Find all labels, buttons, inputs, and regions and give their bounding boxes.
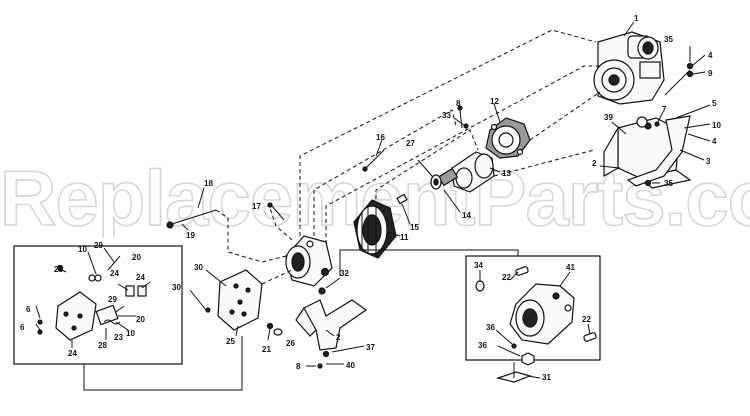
bracket-housing[interactable] bbox=[509, 283, 575, 345]
callout-11: 11 bbox=[400, 233, 409, 242]
callout-34: 34 bbox=[474, 261, 483, 270]
cover-plate[interactable] bbox=[217, 269, 263, 331]
callout-3: 3 bbox=[706, 157, 711, 166]
callout-4b: 4 bbox=[712, 137, 717, 146]
callout-30b: 30 bbox=[172, 283, 181, 292]
callout-33: 33 bbox=[442, 111, 451, 120]
callout-39: 39 bbox=[604, 113, 613, 122]
callout-24c: 24 bbox=[68, 349, 77, 358]
callout-27: 27 bbox=[406, 139, 415, 148]
callout-16: 16 bbox=[376, 133, 385, 142]
screw-21[interactable] bbox=[266, 322, 274, 341]
callout-10: 10 bbox=[712, 121, 721, 130]
retaining-ring[interactable] bbox=[430, 174, 442, 190]
base-stand[interactable] bbox=[295, 287, 368, 369]
callout-19: 19 bbox=[186, 231, 195, 240]
callout-23: 23 bbox=[114, 333, 123, 342]
callout-32: 32 bbox=[340, 269, 349, 278]
callout-labels: 1 35 4 9 5 7 10 4 3 39 2 35 12 33 8 27 1… bbox=[20, 14, 721, 382]
callout-36: 36 bbox=[486, 323, 495, 332]
callout-8: 8 bbox=[456, 99, 461, 108]
callout-15: 15 bbox=[410, 223, 419, 232]
callout-2b: 2 bbox=[336, 333, 341, 342]
callout-22: 22 bbox=[502, 273, 511, 282]
callout-37: 37 bbox=[366, 343, 375, 352]
thumb-screw[interactable] bbox=[495, 362, 532, 383]
stator[interactable] bbox=[353, 199, 397, 259]
callout-2: 2 bbox=[592, 159, 597, 168]
callout-25: 25 bbox=[226, 337, 235, 346]
capacitor[interactable] bbox=[125, 285, 147, 297]
callout-28: 28 bbox=[54, 265, 63, 274]
bolt-17[interactable] bbox=[267, 202, 285, 221]
o-ring[interactable] bbox=[475, 280, 485, 292]
callout-30: 30 bbox=[194, 263, 203, 272]
callout-14: 14 bbox=[462, 211, 471, 220]
callout-35: 35 bbox=[664, 35, 673, 44]
callout-5: 5 bbox=[712, 99, 717, 108]
callout-17: 17 bbox=[252, 202, 261, 211]
tie-rod[interactable] bbox=[362, 149, 385, 172]
callout-20: 20 bbox=[132, 253, 141, 262]
callout-24: 24 bbox=[110, 269, 119, 278]
callout-6: 6 bbox=[26, 305, 31, 314]
switch-plate[interactable] bbox=[55, 291, 97, 341]
callout-26: 26 bbox=[286, 339, 295, 348]
callout-40: 40 bbox=[346, 361, 355, 370]
callout-24b: 24 bbox=[136, 273, 145, 282]
callout-10c: 10 bbox=[126, 329, 135, 338]
through-bolt[interactable] bbox=[166, 209, 217, 229]
callout-35b: 35 bbox=[664, 179, 673, 188]
callout-31: 31 bbox=[542, 373, 551, 382]
callout-29: 29 bbox=[94, 241, 103, 250]
switch-assembly[interactable] bbox=[95, 304, 121, 326]
callout-12: 12 bbox=[490, 97, 499, 106]
callout-21: 21 bbox=[262, 345, 271, 354]
detail-box-left bbox=[13, 245, 183, 365]
gasket-22[interactable] bbox=[515, 266, 597, 342]
callout-7: 7 bbox=[662, 105, 667, 114]
callout-41: 41 bbox=[566, 263, 575, 272]
shaft-key[interactable] bbox=[396, 193, 408, 205]
callout-36b: 36 bbox=[478, 341, 487, 350]
callout-1: 1 bbox=[634, 14, 639, 23]
callout-29b: 29 bbox=[108, 295, 117, 304]
rotor-shaft[interactable] bbox=[437, 151, 495, 193]
callout-8b: 8 bbox=[296, 362, 301, 371]
callout-28b: 28 bbox=[98, 341, 107, 350]
bolt-8-upper[interactable] bbox=[457, 105, 463, 129]
callout-22b: 22 bbox=[582, 315, 591, 324]
callout-10b: 10 bbox=[78, 245, 87, 254]
pump-housing[interactable] bbox=[593, 31, 665, 105]
callout-18: 18 bbox=[204, 179, 213, 188]
seal-plate[interactable] bbox=[485, 117, 531, 159]
callout-9: 9 bbox=[708, 69, 713, 78]
callout-20b: 20 bbox=[136, 315, 145, 324]
callout-13: 13 bbox=[502, 169, 511, 178]
washer-26[interactable] bbox=[273, 328, 283, 336]
end-bell[interactable] bbox=[285, 235, 333, 287]
callout-6b: 6 bbox=[20, 323, 25, 332]
callout-4: 4 bbox=[708, 51, 713, 60]
nut-36[interactable] bbox=[511, 343, 535, 366]
